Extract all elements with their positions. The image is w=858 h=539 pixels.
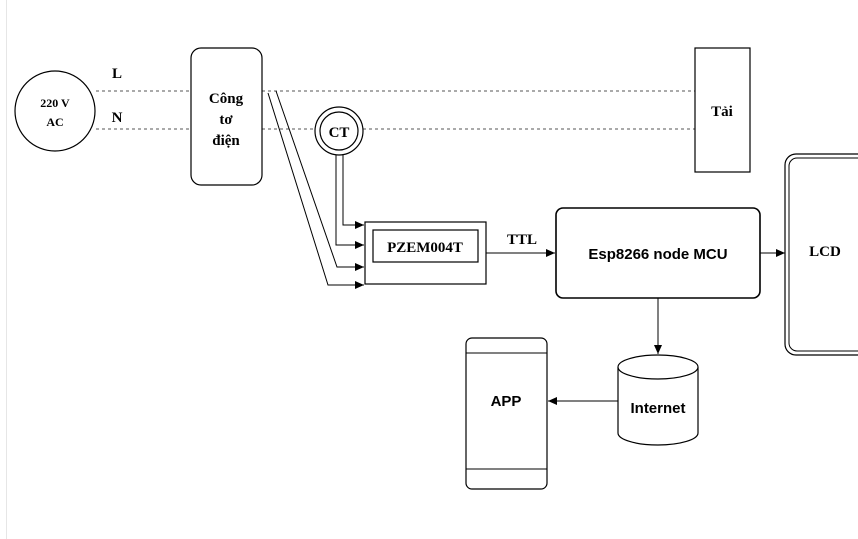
- pzem-module: PZEM004T: [364, 221, 487, 285]
- current-transformer: CT: [314, 106, 364, 156]
- load-box: Tải: [694, 47, 751, 173]
- energy-meter-label-3: điện: [212, 133, 240, 149]
- internet-label: Internet: [630, 400, 685, 417]
- lcd-box: LCD: [784, 153, 858, 356]
- page-edge-line: [6, 0, 7, 539]
- meter-to-pzem-wires: [267, 90, 364, 289]
- ac-source-type: AC: [46, 115, 63, 129]
- ac-source-voltage: 220 V: [40, 96, 70, 110]
- pzem-label: PZEM004T: [387, 240, 463, 256]
- energy-meter-label-2: tơ: [219, 112, 233, 128]
- energy-meter: Công tơ điện: [190, 47, 263, 186]
- load-label: Tải: [711, 104, 733, 120]
- lcd-label: LCD: [809, 244, 841, 260]
- app-phone: APP: [465, 337, 548, 490]
- ttl-label: TTL: [507, 232, 537, 248]
- power-lines: [96, 90, 695, 130]
- mcu-label: Esp8266 node MCU: [588, 246, 727, 263]
- live-line-label: L: [112, 66, 122, 82]
- current-transformer-label: CT: [329, 125, 350, 141]
- app-label: APP: [491, 393, 522, 410]
- mcu-box: Esp8266 node MCU: [555, 207, 761, 299]
- energy-meter-label-1: Công: [209, 91, 244, 107]
- neutral-line-label: N: [112, 110, 123, 126]
- ct-to-pzem-wires: [335, 151, 364, 249]
- internet-cylinder: Internet: [617, 354, 699, 446]
- ac-source: 220 V AC: [14, 70, 96, 152]
